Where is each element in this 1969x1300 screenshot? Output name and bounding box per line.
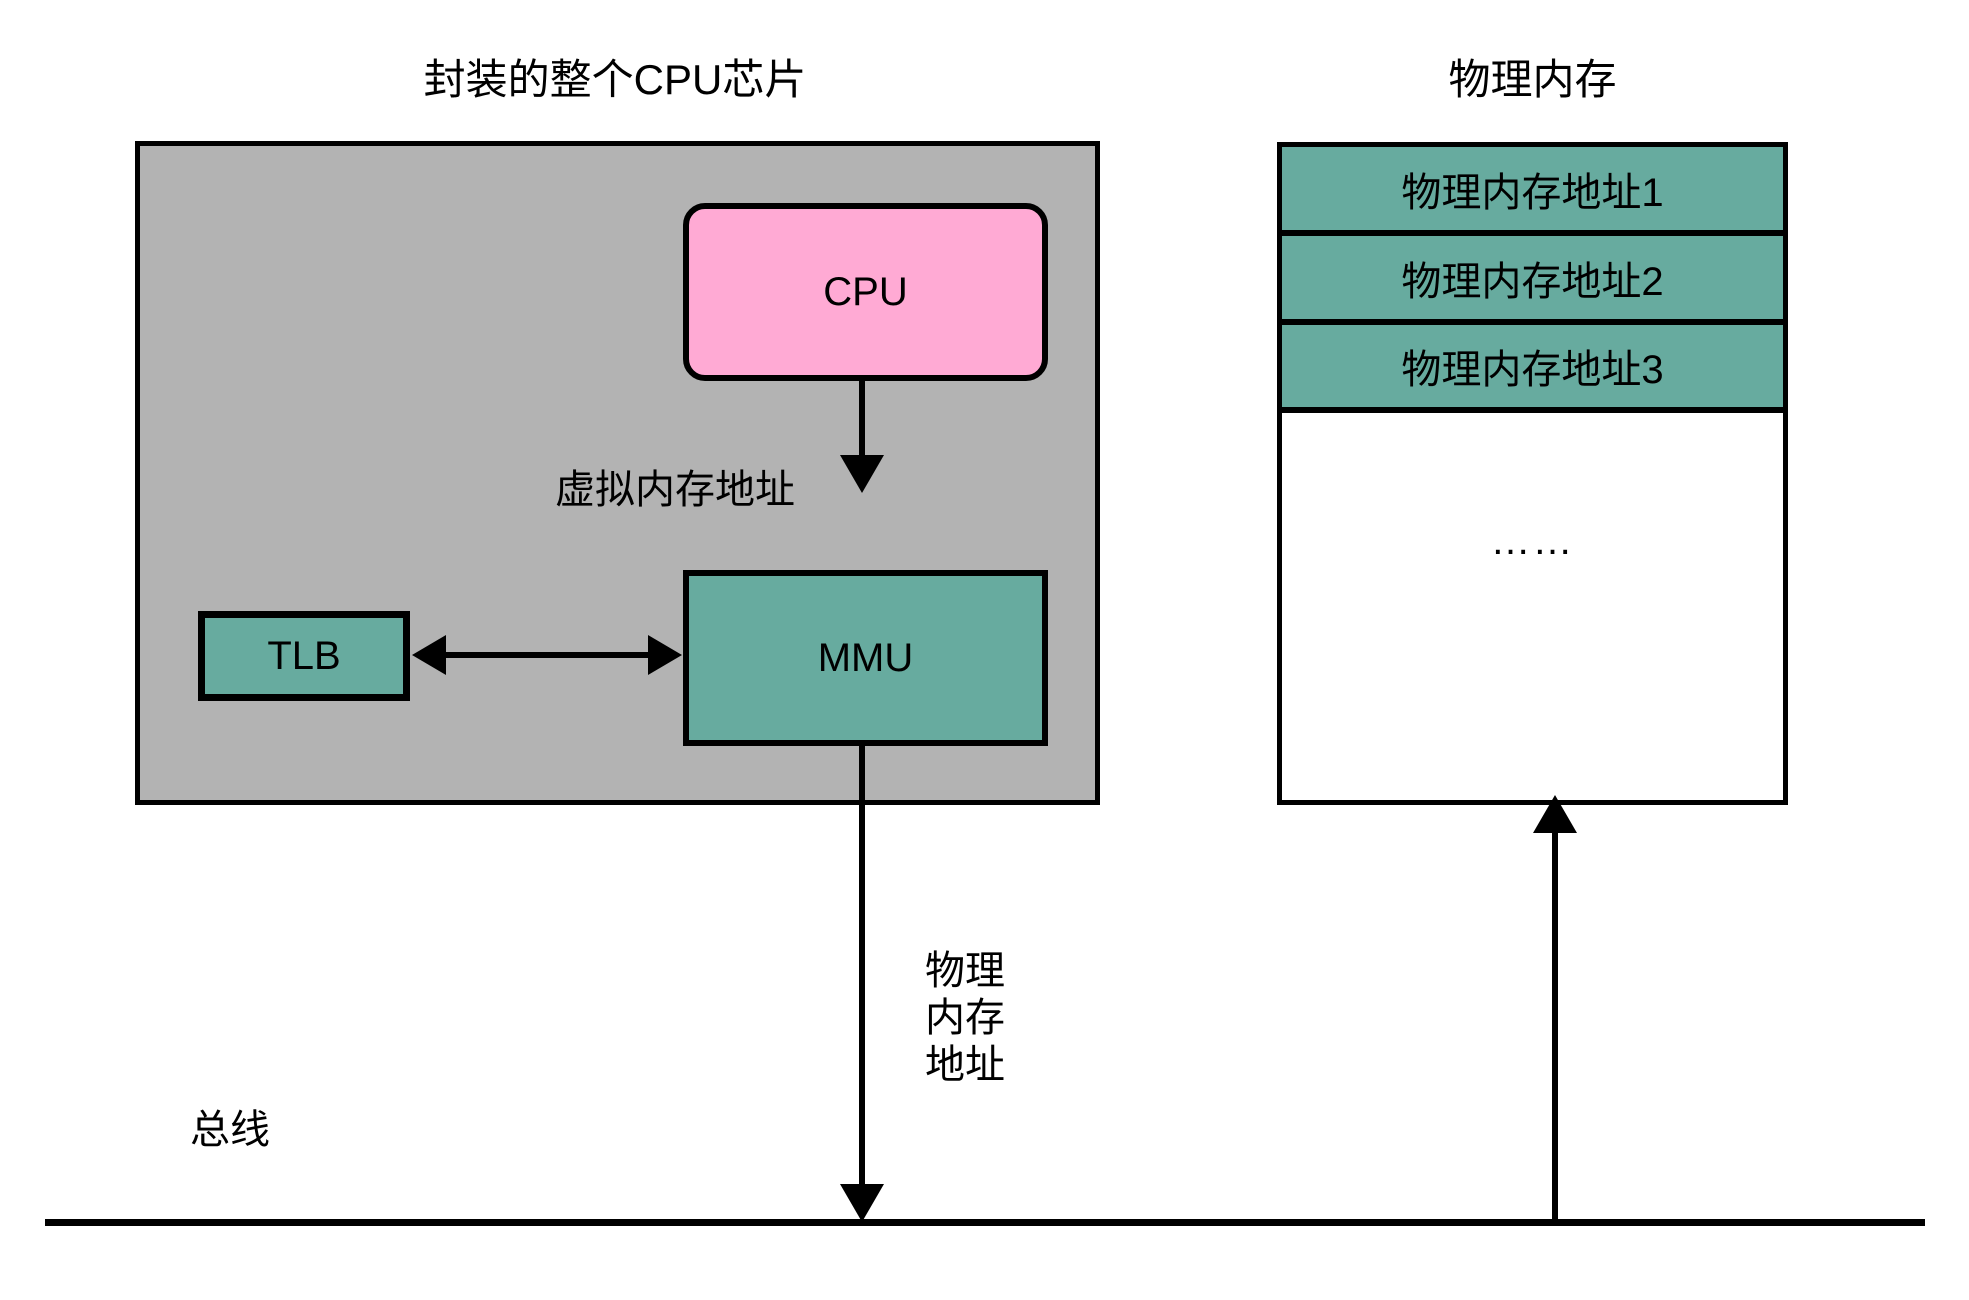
physical-address-label-line-2: 内存 bbox=[925, 996, 1005, 1041]
mmu-to-bus-connector bbox=[859, 746, 865, 1186]
arrow-right-icon-mmu bbox=[648, 635, 682, 675]
memory-row[interactable]: 物理内存地址2 bbox=[1282, 236, 1783, 325]
arrow-down-icon-cpu-mmu bbox=[840, 455, 884, 493]
cpu-box[interactable]: CPU bbox=[683, 203, 1048, 381]
memory-row[interactable]: 物理内存地址1 bbox=[1282, 147, 1783, 236]
arrow-up-icon-memory bbox=[1533, 795, 1577, 833]
physical-address-label-line-3: 地址 bbox=[925, 1043, 1005, 1088]
arrow-left-icon-tlb bbox=[412, 635, 446, 675]
cpu-package-title: 封装的整个CPU芯片 bbox=[423, 56, 807, 103]
bus-to-memory-connector bbox=[1552, 830, 1558, 1220]
virtual-address-label: 虚拟内存地址 bbox=[555, 468, 795, 512]
physical-address-label: 物理 内存 地址 bbox=[925, 948, 1005, 1090]
cpu-to-mmu-connector bbox=[859, 381, 865, 463]
memory-row[interactable]: 物理内存地址3 bbox=[1282, 325, 1783, 413]
tlb-mmu-connector bbox=[444, 652, 650, 658]
memory-empty-region: …… bbox=[1282, 413, 1783, 800]
tlb-box[interactable]: TLB bbox=[198, 611, 410, 701]
physical-address-label-line-1: 物理 bbox=[925, 949, 1005, 993]
mmu-box[interactable]: MMU bbox=[683, 570, 1048, 746]
physical-memory-container: 物理内存地址1 物理内存地址2 物理内存地址3 …… bbox=[1277, 142, 1788, 805]
physical-memory-title: 物理内存 bbox=[1448, 56, 1617, 103]
bus-label: 总线 bbox=[190, 1108, 270, 1152]
arrow-down-icon-mmu-bus bbox=[840, 1184, 884, 1222]
bus-line bbox=[45, 1219, 1925, 1226]
